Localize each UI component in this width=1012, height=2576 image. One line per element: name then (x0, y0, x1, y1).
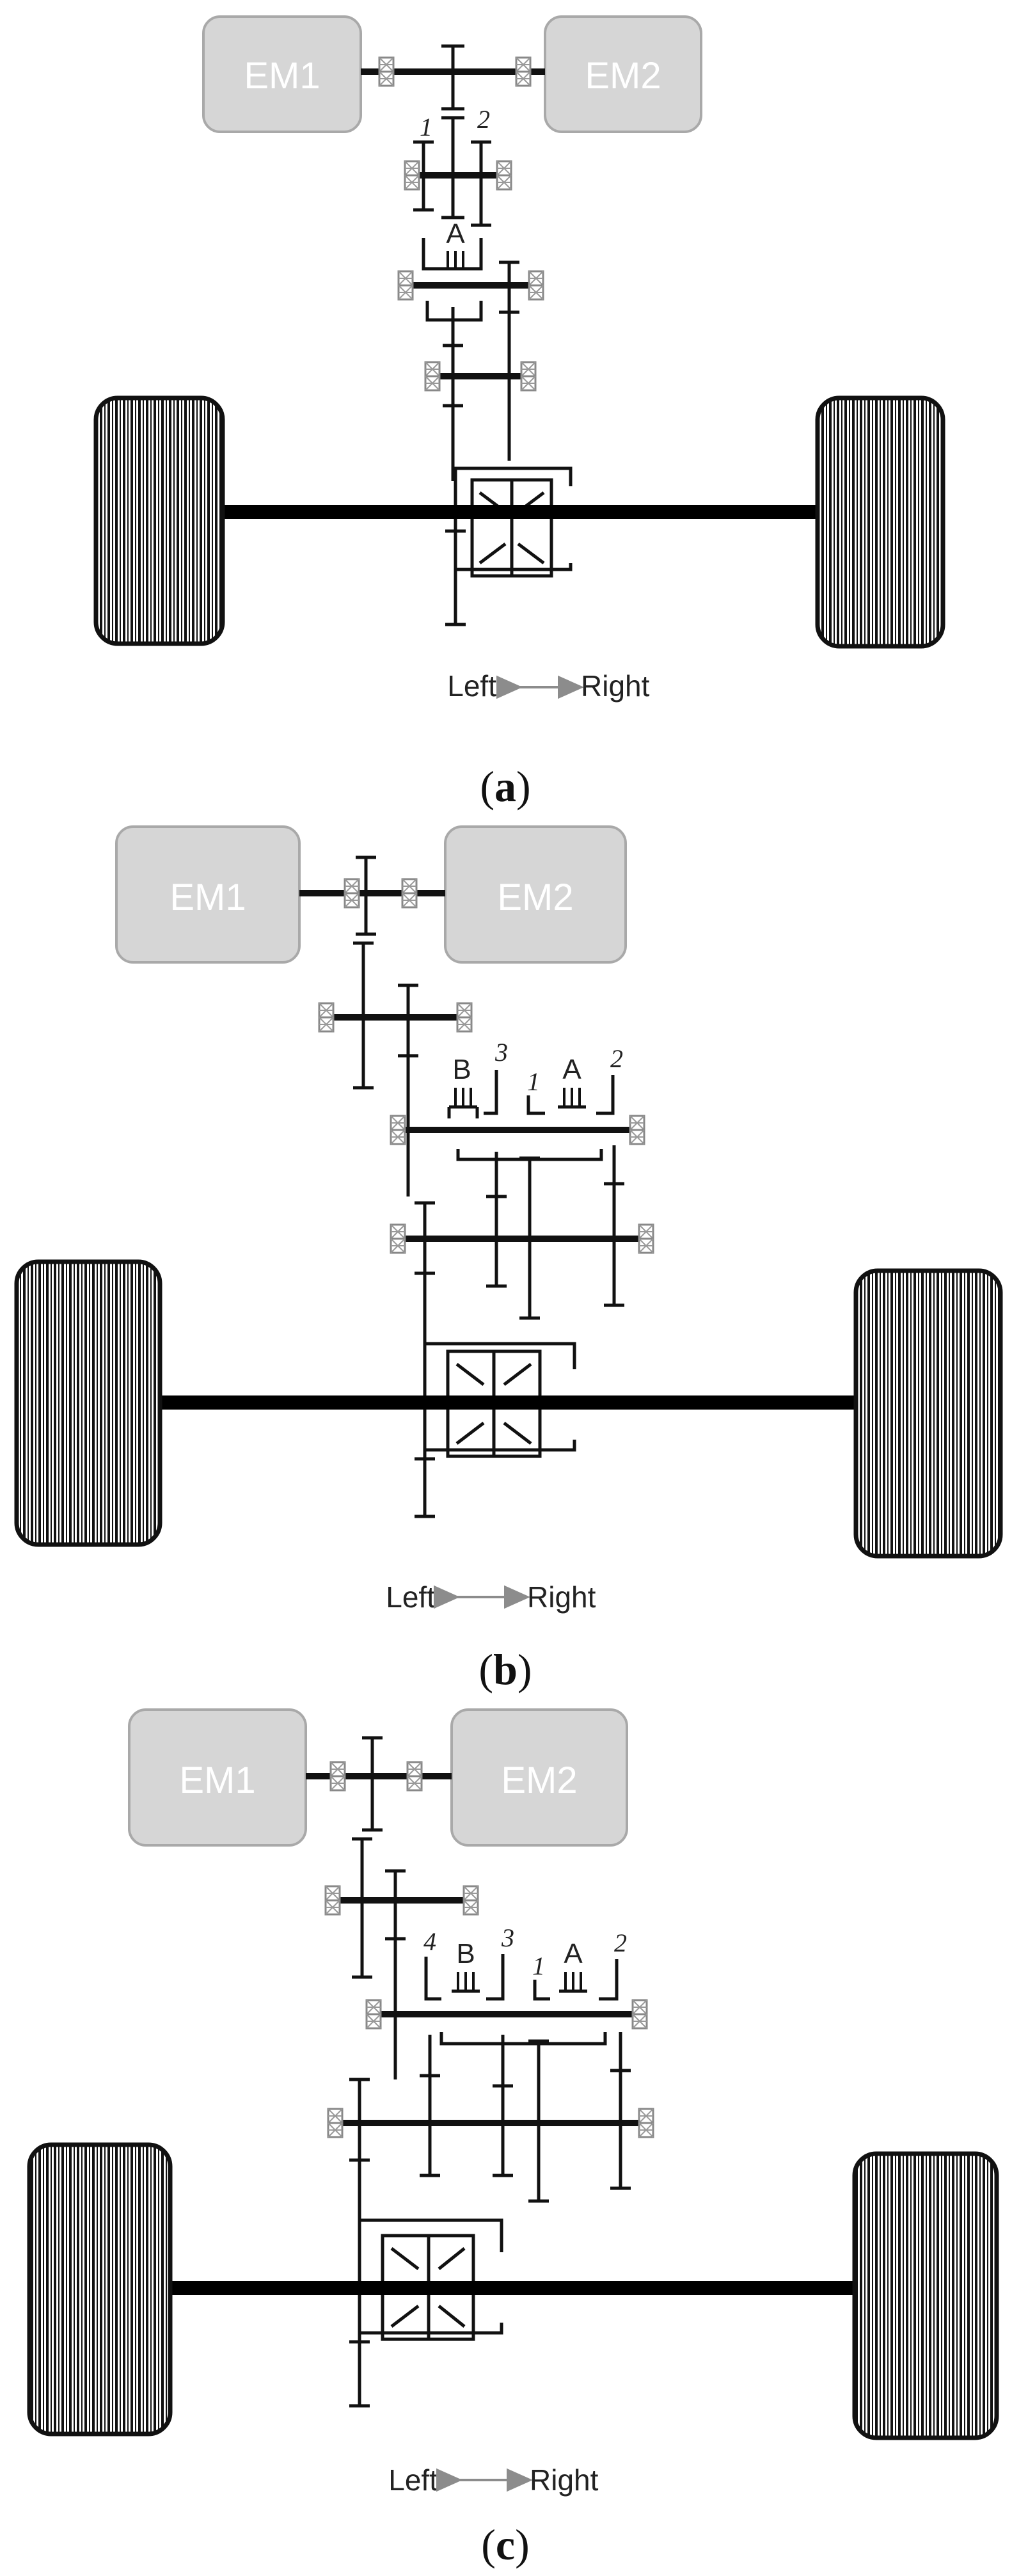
bearing-icon (405, 161, 419, 189)
synchronizer-label-b: B (452, 1054, 471, 1085)
left-wheel (93, 395, 225, 646)
gear-1 (526, 1095, 545, 1115)
bearing-icon (367, 2000, 381, 2028)
bearing-icon (345, 879, 359, 907)
em2-motor: EM2 (444, 825, 627, 964)
em2-label: EM2 (501, 1760, 577, 1801)
differential (445, 466, 573, 626)
em2-label: EM2 (585, 55, 661, 97)
synchronizer-label-b: B (456, 1938, 475, 1969)
gear-number-1: 1 (527, 1067, 540, 1096)
direction-left-label: Left (388, 2463, 438, 2497)
panel-c: EM1 EM2 B A (27, 1708, 999, 2569)
bearing-icon (639, 2109, 653, 2137)
em2-motor: EM2 (544, 15, 702, 133)
caption-b: (b) (478, 1645, 532, 1694)
differential (415, 1342, 576, 1518)
left-wheel (27, 2142, 173, 2437)
gear-number-1: 1 (420, 113, 432, 141)
caption-a: (a) (480, 762, 530, 811)
right-wheel (852, 2151, 999, 2440)
bearing-icon (630, 1116, 644, 1144)
right-wheel (853, 1268, 1003, 1559)
bearing-icon (319, 1003, 333, 1031)
gear-1 (533, 1980, 550, 2001)
em1-motor: EM1 (115, 825, 301, 964)
synchronizer-a (558, 1088, 586, 1109)
bearing-icon (331, 1762, 345, 1790)
bearing-icon (425, 362, 439, 390)
gear-3 (484, 1070, 498, 1115)
synchronizer-label-a: A (564, 1938, 583, 1969)
synchronizer-b (447, 1088, 479, 1118)
bearing-icon (521, 362, 535, 390)
bearing-icon (464, 1886, 478, 1914)
caption-c: (c) (481, 2520, 530, 2569)
gear-number-3: 3 (501, 1923, 514, 1952)
gear-2 (599, 1959, 619, 2001)
bearing-icon (457, 1003, 471, 1031)
gear-number-3: 3 (494, 1038, 508, 1067)
direction-left-label: Left (447, 669, 496, 703)
bearing-icon (529, 271, 543, 299)
em1-label: EM1 (170, 877, 246, 918)
em2-label: EM2 (497, 877, 573, 918)
bearing-icon (516, 58, 530, 86)
em1-motor: EM1 (128, 1708, 307, 1847)
panel-a: EM1 EM2 1 2 A (93, 15, 945, 811)
bearing-icon (379, 58, 393, 86)
gear-number-2: 2 (477, 105, 490, 134)
differential (349, 2218, 503, 2408)
gear-number-2: 2 (614, 1928, 627, 1957)
direction-right-label: Right (530, 2463, 599, 2497)
bearing-icon (402, 879, 416, 907)
bearing-icon (639, 1225, 653, 1253)
direction-left-label: Left (386, 1580, 435, 1614)
em2-motor: EM2 (450, 1708, 628, 1847)
synchronizer-a (559, 1972, 587, 1993)
em1-motor: EM1 (202, 15, 362, 133)
bearing-icon (497, 161, 511, 189)
bearing-icon (328, 2109, 342, 2137)
bearing-icon (391, 1225, 405, 1253)
direction-right-label: Right (581, 669, 650, 703)
panel-b: EM1 EM2 B A (14, 825, 1003, 1694)
gear-2 (596, 1075, 615, 1115)
bearing-icon (391, 1116, 405, 1144)
right-wheel (815, 395, 945, 649)
left-wheel (14, 1259, 162, 1547)
gear-number-2: 2 (610, 1044, 623, 1073)
synchronizer-label-a: A (562, 1054, 581, 1085)
bearing-icon (326, 1886, 340, 1914)
bearing-icon (399, 271, 413, 299)
synchronizer-b (452, 1972, 480, 1993)
bearing-icon (407, 1762, 422, 1790)
gear-4 (424, 1957, 441, 2001)
em1-label: EM1 (179, 1760, 255, 1801)
bearing-icon (633, 2000, 647, 2028)
gear-number-1: 1 (532, 1952, 545, 1980)
gear-number-4: 4 (423, 1927, 436, 1956)
gear-3 (486, 1954, 505, 2001)
em1-label: EM1 (244, 55, 320, 97)
direction-right-label: Right (527, 1580, 596, 1614)
synchronizer-label-a: A (446, 218, 465, 250)
